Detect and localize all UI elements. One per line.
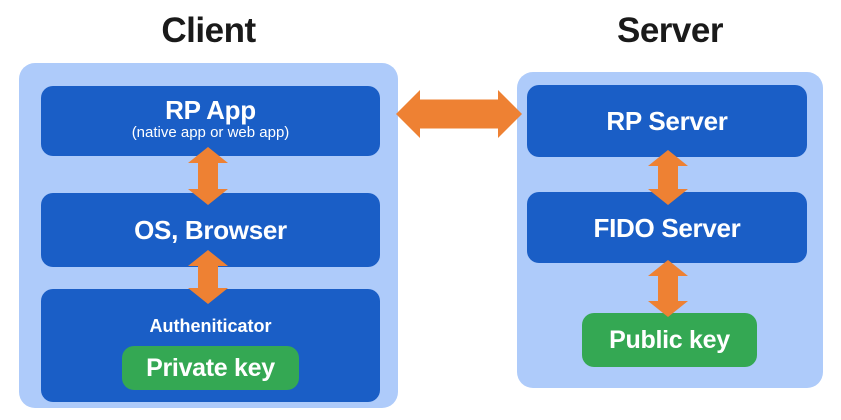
public-key-box: Public key bbox=[582, 313, 757, 367]
rp-app-label: RP App bbox=[165, 94, 256, 125]
public-key-label: Public key bbox=[609, 325, 730, 354]
rp-app-box: RP App (native app or web app) bbox=[41, 86, 380, 156]
rp-server-label: RP Server bbox=[606, 106, 728, 136]
private-key-label: Private key bbox=[146, 353, 275, 382]
fido-server-label: FIDO Server bbox=[593, 212, 741, 243]
client-server-arrow-icon bbox=[396, 90, 522, 138]
private-key-box: Private key bbox=[122, 346, 299, 390]
os-browser-authenticator-arrow-icon bbox=[188, 250, 228, 304]
authenticator-label: Autheniticator bbox=[149, 316, 272, 336]
server-section-title: Server bbox=[617, 11, 723, 50]
rp-app-os-browser-arrow-icon bbox=[188, 147, 228, 205]
rp-app-sublabel: (native app or web app) bbox=[131, 123, 290, 141]
authenticator-box: Autheniticator Private key bbox=[41, 289, 380, 402]
rp-server-box: RP Server bbox=[527, 85, 807, 157]
fido-server-public-key-arrow-icon bbox=[648, 260, 688, 317]
client-section-title: Client bbox=[161, 11, 256, 50]
os-browser-label: OS, Browser bbox=[134, 215, 287, 245]
rp-server-fido-server-arrow-icon bbox=[648, 150, 688, 205]
